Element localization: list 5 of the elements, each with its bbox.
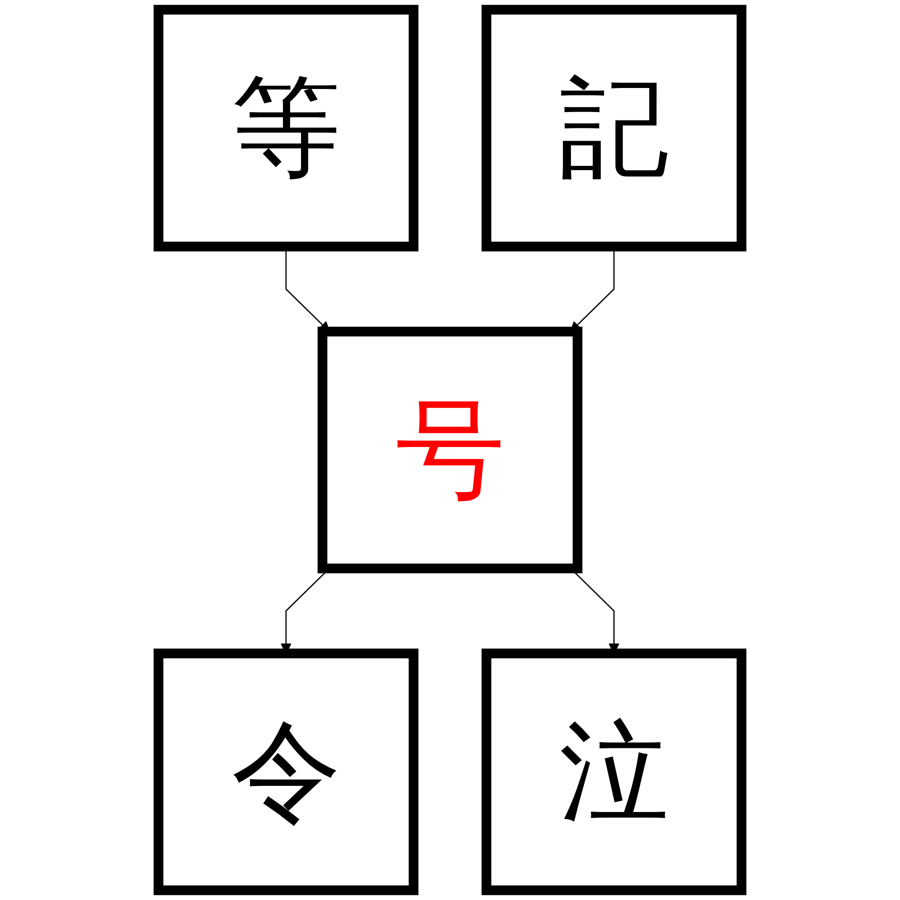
node-box: 号	[318, 326, 582, 574]
node-box: 等	[154, 4, 418, 252]
node-box: 泣	[482, 648, 746, 896]
node-box: 記	[482, 4, 746, 252]
node-box: 令	[154, 648, 418, 896]
